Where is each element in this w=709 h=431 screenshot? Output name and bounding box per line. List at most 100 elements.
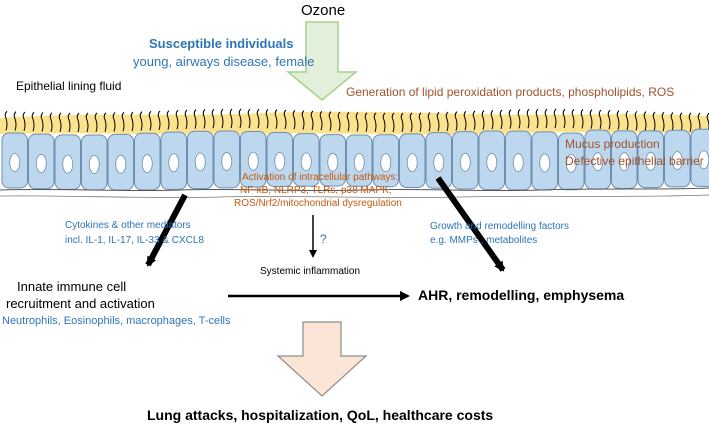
cilium xyxy=(373,112,377,133)
cell-nucleus xyxy=(671,151,683,171)
cell-nucleus xyxy=(565,153,577,173)
pathways-line-2: NF-κB, NLRP3, TLRs, p38 MAPK, xyxy=(240,185,392,196)
growth-factors-line-1: Growth and remodelling factors xyxy=(430,221,569,232)
cilium xyxy=(166,110,170,130)
cell-nucleus xyxy=(433,153,445,172)
ozone-title: Ozone xyxy=(301,2,346,19)
cilium xyxy=(13,111,17,131)
innate-immune-cells: Neutrophils, Eosinophils, macrophages, T… xyxy=(2,315,231,327)
cell-nucleus xyxy=(592,152,604,172)
susceptible-detail: young, airways disease, female xyxy=(133,54,315,69)
cilium xyxy=(634,110,638,131)
cilium xyxy=(454,111,458,131)
cilium xyxy=(148,110,152,131)
cilium xyxy=(175,109,179,130)
systemic-inflammation-label: Systemic inflammation xyxy=(260,266,361,277)
cilium xyxy=(346,111,350,132)
cilium xyxy=(463,110,467,131)
cilium xyxy=(328,111,332,131)
cilium xyxy=(121,111,125,132)
cilium xyxy=(337,111,341,132)
cilium xyxy=(301,110,305,130)
cilium xyxy=(319,110,323,131)
innate-immune-line-1: Innate immune cell xyxy=(17,279,127,294)
cilium xyxy=(517,109,521,129)
cilium xyxy=(616,110,620,130)
cilium xyxy=(31,111,35,132)
cilium xyxy=(202,109,206,129)
cell-nucleus xyxy=(618,152,630,172)
cilium xyxy=(526,108,530,129)
cilium xyxy=(274,109,278,129)
cilium xyxy=(67,112,71,133)
cilium xyxy=(229,108,233,129)
cilium xyxy=(220,108,224,129)
cilium xyxy=(103,112,107,132)
cell-nucleus xyxy=(645,151,657,171)
cilium xyxy=(436,111,440,132)
cilium xyxy=(76,112,80,133)
mucus-production-label: Mucus production xyxy=(565,137,660,151)
cilium xyxy=(697,112,701,133)
cilium xyxy=(607,109,611,130)
cilium xyxy=(643,111,647,131)
cilium xyxy=(292,109,296,130)
ozone-arrow xyxy=(285,21,359,101)
ahr-remodelling-emphysema: AHR, remodelling, emphysema xyxy=(418,287,625,303)
cilium xyxy=(499,109,503,130)
epithelial-barrier-label: Defective epithelial barrier xyxy=(565,154,704,168)
cell-nucleus xyxy=(406,153,418,173)
cell-nucleus xyxy=(300,152,312,172)
cilium xyxy=(4,110,8,131)
cilium xyxy=(472,110,476,131)
cilium xyxy=(247,108,251,129)
cytokines-line-2: incl. IL-1, IL-17, IL-33 & CXCL8 xyxy=(65,235,204,246)
cell-nucleus xyxy=(141,154,153,173)
cilium xyxy=(49,112,53,132)
cilium xyxy=(400,112,404,133)
cilium xyxy=(589,109,593,129)
cilium xyxy=(508,109,512,129)
cell-nucleus xyxy=(88,155,100,174)
cilium xyxy=(670,112,674,132)
cilium xyxy=(535,108,539,129)
cell-nucleus xyxy=(539,153,551,173)
innate-immune-line-2: recruitment and activation xyxy=(6,296,155,311)
cilium xyxy=(544,108,548,129)
cilium xyxy=(364,112,368,132)
cilium xyxy=(481,110,485,130)
cilium xyxy=(193,109,197,129)
cilium xyxy=(625,110,629,131)
pathways-line-3: ROS/Nrf2/mitochondrial dysregulation xyxy=(234,198,402,209)
cytokines-line-1: Cytokines & other mediators xyxy=(65,220,191,231)
cilium xyxy=(661,111,665,132)
outcomes-label: Lung attacks, hospitalization, QoL, heal… xyxy=(147,407,494,423)
cilium xyxy=(184,109,188,130)
cilium xyxy=(130,111,134,132)
cilium xyxy=(562,108,566,129)
cell-nucleus xyxy=(62,154,74,174)
cell-nucleus xyxy=(194,152,206,172)
cilium xyxy=(418,112,422,132)
cilium xyxy=(139,111,143,131)
cilium xyxy=(283,109,287,130)
cell-nucleus xyxy=(35,154,47,173)
cilium xyxy=(580,109,584,129)
susceptible-heading: Susceptible individuals xyxy=(149,36,294,51)
cilium xyxy=(355,112,359,132)
growth-factors-line-2: e.g. MMPs , metabolites xyxy=(430,235,538,246)
cilium xyxy=(85,112,89,133)
cell-nucleus xyxy=(380,153,392,173)
cilium xyxy=(679,112,683,132)
cilium xyxy=(391,112,395,133)
cilium xyxy=(382,112,386,133)
cell-nucleus xyxy=(168,153,180,173)
uncertain-link-mark: ? xyxy=(320,232,327,246)
arrow-cytokines-to-innate xyxy=(145,193,188,267)
cell-nucleus xyxy=(274,152,286,171)
cell-nucleus xyxy=(353,153,365,173)
epithelial-cells xyxy=(1,128,709,191)
cilium xyxy=(211,108,215,129)
